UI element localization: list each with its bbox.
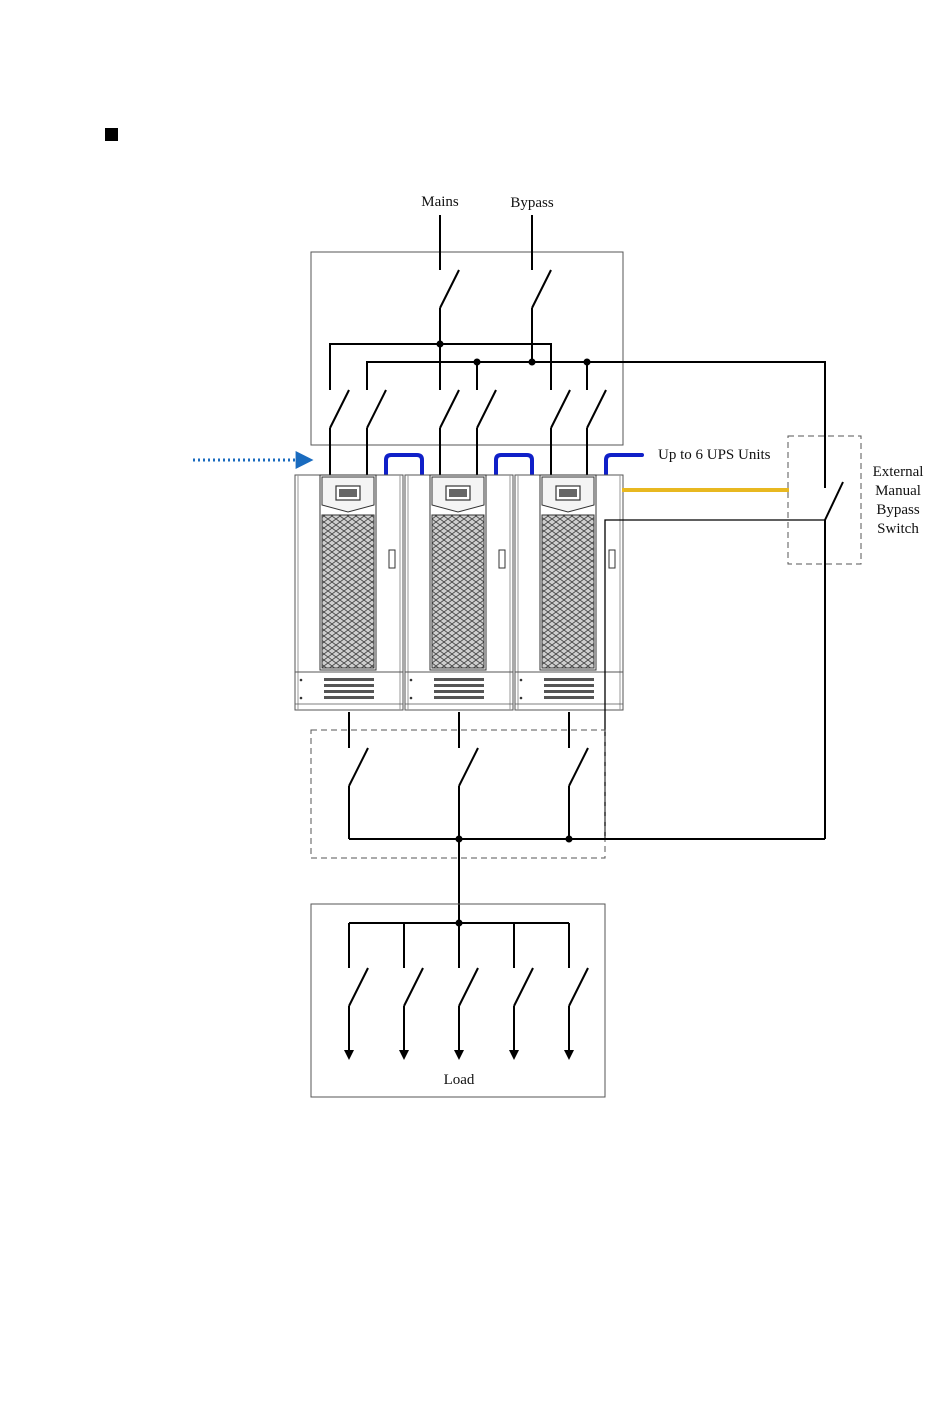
ups-input-switches: [330, 390, 606, 475]
door-handle-icon: [609, 550, 615, 568]
ups-cabinet-3: [515, 475, 623, 710]
mains-label: Mains: [421, 194, 459, 210]
door-handle-icon: [499, 550, 505, 568]
mains-feed: [440, 215, 459, 344]
parallel-note: Up to 6 UPS Units: [658, 447, 771, 463]
arrow-down-icon: [564, 1050, 574, 1060]
load-branch-5: [564, 923, 588, 1060]
ext-switch-label-1: External: [873, 464, 924, 480]
ext-switch-label-2: Manual: [875, 483, 921, 499]
ups-cabinets: [295, 475, 623, 710]
bullet-square: [105, 128, 118, 141]
input-distribution-box: [311, 252, 623, 445]
parallel-cables: [386, 455, 642, 474]
bypass-feed: [532, 215, 551, 362]
arrow-down-icon: [509, 1050, 519, 1060]
ups-output-switches: [349, 712, 588, 839]
load-branch-3: [454, 923, 478, 1060]
load-branch-2: [399, 923, 423, 1060]
bypass-bus: [367, 362, 825, 488]
bypass-label: Bypass: [510, 195, 554, 211]
ups-output-return: [605, 520, 825, 839]
door-handle-icon: [389, 550, 395, 568]
load-branches: [344, 923, 588, 1060]
arrow-down-icon: [399, 1050, 409, 1060]
ext-switch-label-3: Bypass: [876, 502, 920, 518]
ext-switch-label-4: Switch: [877, 521, 919, 537]
ups-cabinet-1: [295, 475, 403, 710]
load-label: Load: [444, 1072, 475, 1088]
load-branch-4: [509, 923, 533, 1060]
ups-cabinet-2: [405, 475, 513, 710]
load-branch-1: [344, 923, 368, 1060]
arrow-down-icon: [454, 1050, 464, 1060]
external-bypass-switch: [825, 482, 843, 520]
arrow-down-icon: [344, 1050, 354, 1060]
